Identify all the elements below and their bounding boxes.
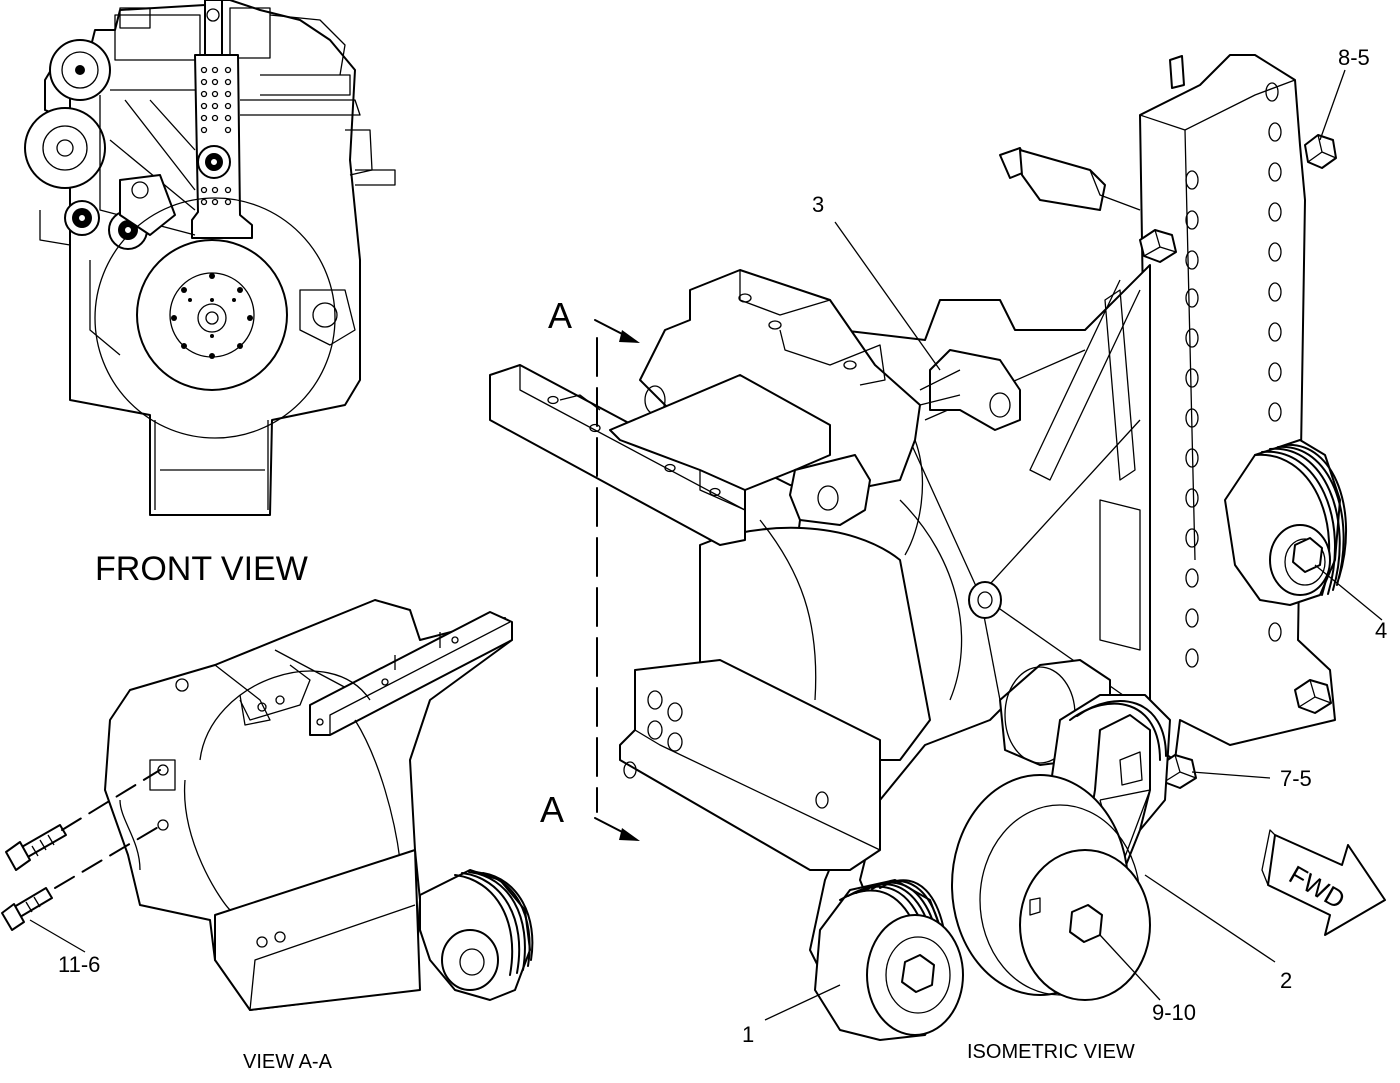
callout-8-5: 8-5	[1338, 45, 1370, 70]
bolt-8-5	[1304, 134, 1337, 169]
bolt-11-6-upper	[5, 824, 67, 871]
section-pulley-grooves	[454, 871, 534, 976]
idler-pulley-1	[814, 879, 964, 1041]
callout-7-5: 7-5	[1280, 766, 1312, 791]
front-view-title: FRONT VIEW	[95, 550, 308, 588]
front-view-engine	[24, 0, 396, 516]
pulley-9-10	[951, 774, 1151, 1001]
bolt-lower-plate	[1294, 679, 1332, 714]
bolt-11-6-lower	[1, 887, 53, 931]
section-view-title: VIEW A-A	[243, 1051, 333, 1073]
leader-lines	[764, 69, 1383, 1021]
plate-hole-column	[200, 66, 232, 206]
bolt-plate-top	[1139, 229, 1177, 263]
section-line-a-a	[594, 319, 640, 841]
callout-1: 1	[742, 1022, 754, 1047]
section-marker-bottom: A	[540, 789, 564, 830]
idler-pulley-4	[1224, 439, 1347, 606]
fwd-arrow	[1261, 829, 1386, 936]
flywheel-bolt-ring	[171, 273, 253, 359]
callout-4: 4	[1375, 618, 1387, 643]
section-marker-top: A	[548, 295, 572, 336]
section-view-bracket	[1, 599, 534, 1011]
callout-3: 3	[812, 192, 824, 217]
callout-2: 2	[1280, 968, 1292, 993]
plate-hole-column-iso	[1185, 82, 1282, 668]
isometric-view-bracket	[489, 54, 1386, 1041]
callout-11-6: 11-6	[58, 952, 100, 977]
isometric-view-title: ISOMETRIC VIEW	[967, 1041, 1135, 1063]
callout-9-10: 9-10	[1152, 1000, 1196, 1025]
